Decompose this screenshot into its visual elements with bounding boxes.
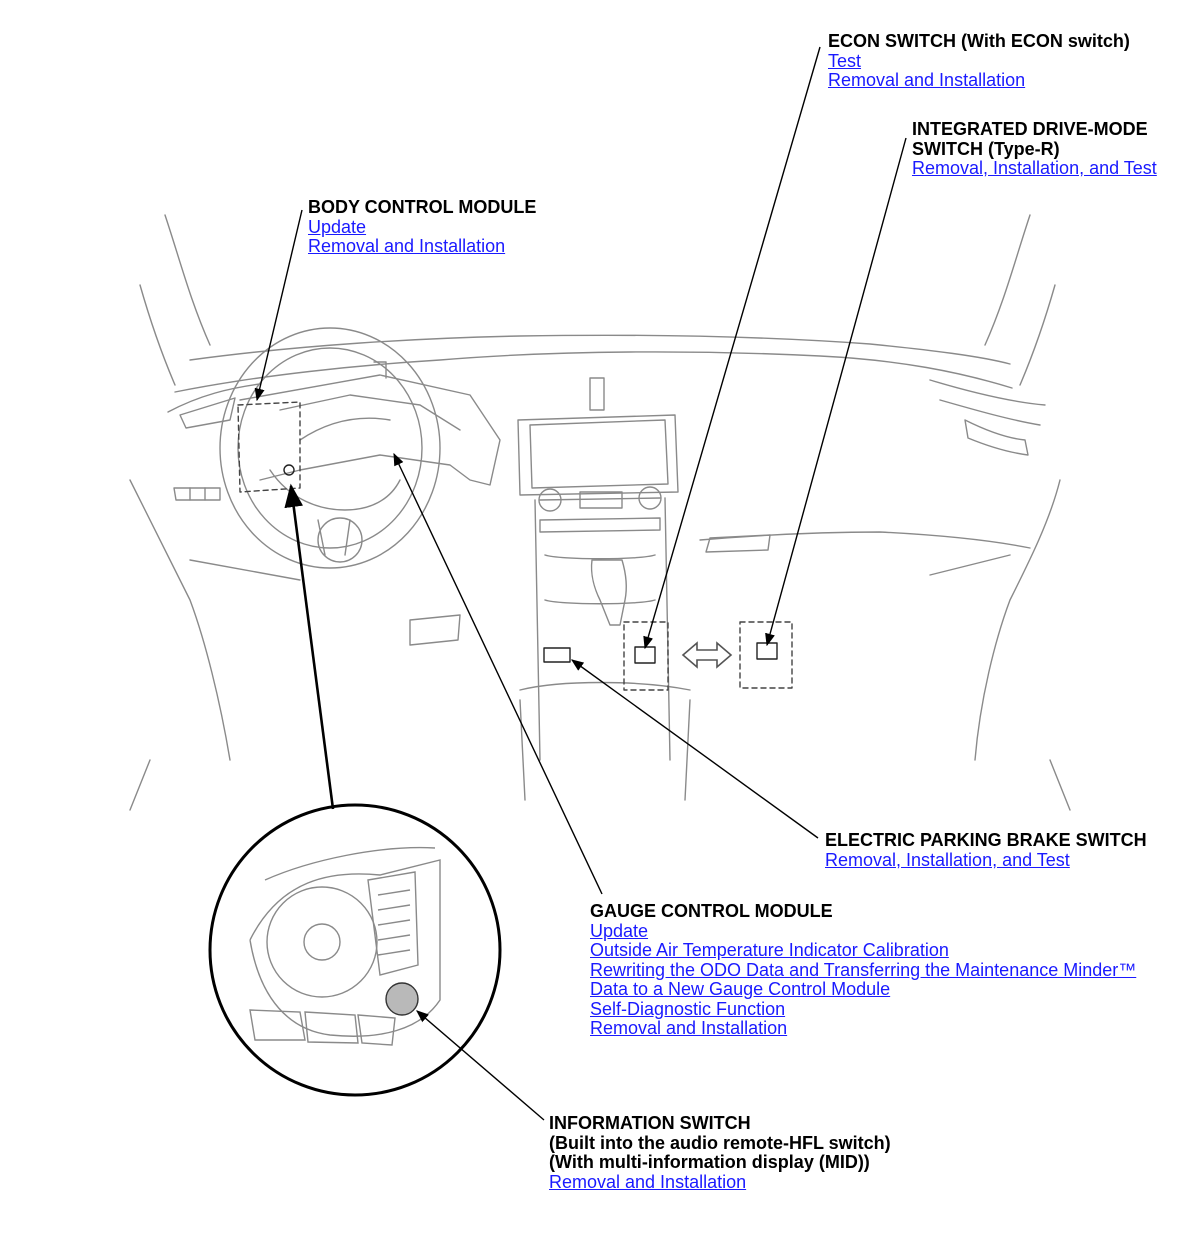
callout-title-line-1: INFORMATION SWITCH <box>549 1113 751 1133</box>
callout-econ-switch: ECON SWITCH (With ECON switch) Test Remo… <box>828 31 1130 91</box>
callout-title-line-1: INTEGRATED DRIVE-MODE <box>912 119 1148 139</box>
link-gcm-rewriting-odo[interactable]: Rewriting the ODO Data and Transferring … <box>590 959 1137 980</box>
link-info-switch-removal-installation[interactable]: Removal and Installation <box>549 1171 747 1192</box>
link-gcm-self-diagnostic[interactable]: Self-Diagnostic Function <box>590 998 786 1019</box>
link-gcm-update[interactable]: Update <box>590 920 649 941</box>
callout-gauge-control-module: GAUGE CONTROL MODULE Update Outside Air … <box>590 901 1137 1039</box>
callout-parking-brake-switch: ELECTRIC PARKING BRAKE SWITCH Removal, I… <box>825 830 1147 870</box>
leader-lines <box>254 46 907 1121</box>
link-drive-mode-removal-installation-test[interactable]: Removal, Installation, and Test <box>912 158 1157 178</box>
link-gcm-data-new-module[interactable]: Data to a New Gauge Control Module <box>590 979 891 999</box>
callout-body-control-module: BODY CONTROL MODULE Update Removal and I… <box>308 197 537 257</box>
callout-title: GAUGE CONTROL MODULE <box>590 901 833 921</box>
callout-title-line-3: (With multi-information display (MID)) <box>549 1152 870 1172</box>
link-econ-test[interactable]: Test <box>828 50 862 71</box>
link-bcm-removal-installation[interactable]: Removal and Installation <box>308 236 506 256</box>
steering-switch-detail <box>208 803 502 1097</box>
callout-title: ECON SWITCH (With ECON switch) <box>828 31 1130 51</box>
callout-title: ELECTRIC PARKING BRAKE SWITCH <box>825 830 1147 850</box>
callout-title-line-2: (Built into the audio remote-HFL switch) <box>549 1132 891 1153</box>
link-gcm-removal-installation[interactable]: Removal and Installation <box>590 1018 788 1038</box>
dashboard-line-art <box>129 214 1071 811</box>
callout-information-switch: INFORMATION SWITCH (Built into the audio… <box>549 1113 891 1192</box>
link-econ-removal-installation[interactable]: Removal and Installation <box>828 70 1026 90</box>
callout-title: BODY CONTROL MODULE <box>308 197 537 217</box>
double-headed-arrow-icon <box>681 641 733 669</box>
link-epb-removal-installation-test[interactable]: Removal, Installation, and Test <box>825 849 1070 870</box>
link-bcm-update[interactable]: Update <box>308 216 367 237</box>
callout-drive-mode-switch: INTEGRATED DRIVE-MODE SWITCH (Type-R) Re… <box>912 119 1157 179</box>
link-gcm-oat-calibration[interactable]: Outside Air Temperature Indicator Calibr… <box>590 940 949 960</box>
callout-title-line-2: SWITCH (Type-R) <box>912 138 1060 159</box>
